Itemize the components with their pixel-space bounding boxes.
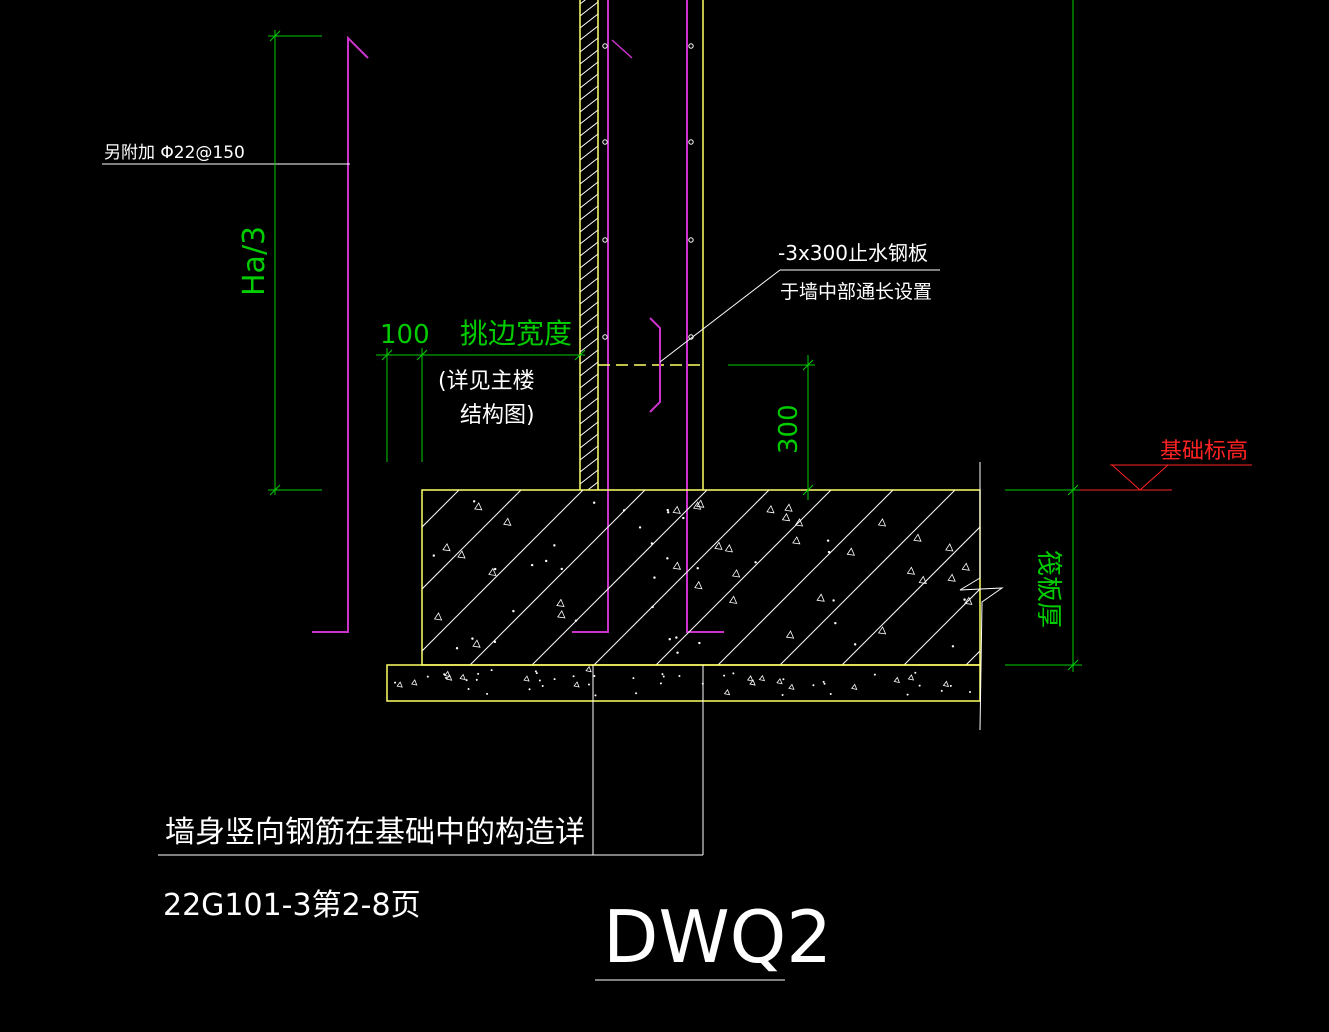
see-main-line2: 结构图)	[460, 403, 535, 428]
dimension-300	[728, 355, 815, 500]
dimension-raft-thickness	[1005, 0, 1082, 672]
waterstop-plate	[598, 39, 940, 413]
overhang-width-label: 挑边宽度	[460, 317, 572, 350]
waterproof-hatch	[580, 0, 598, 490]
steel-plate-label: -3x300止水钢板	[778, 241, 928, 265]
drawing-title: DWQ2	[603, 895, 832, 979]
raft-thickness-label: 筏板厚	[1033, 550, 1063, 628]
dim-300-label: 300	[774, 404, 804, 454]
dim-100-label: 100	[380, 320, 430, 350]
dimension-ha3	[268, 30, 322, 496]
wall-vertical-rebar	[572, 0, 724, 633]
ha-third-label: Ha/3	[237, 226, 272, 296]
see-main-line1: (详见主楼	[438, 369, 535, 394]
caption-frame	[158, 665, 785, 981]
elevation-marker	[1080, 464, 1252, 491]
additional-rebar	[102, 35, 369, 633]
blinding-layer	[386, 664, 981, 702]
dimension-100	[376, 348, 586, 462]
extra-rebar-label: 另附加 Φ22@150	[104, 143, 245, 163]
wall	[579, 0, 704, 490]
break-line	[959, 462, 1004, 731]
reference-label: 22G101-3第2-8页	[163, 888, 421, 923]
raft-slab	[421, 489, 981, 666]
plate-note-label: 于墙中部通长设置	[780, 281, 932, 303]
foundation-elev-label: 基础标高	[1160, 439, 1248, 464]
caption-label: 墙身竖向钢筋在基础中的构造详	[165, 815, 585, 850]
